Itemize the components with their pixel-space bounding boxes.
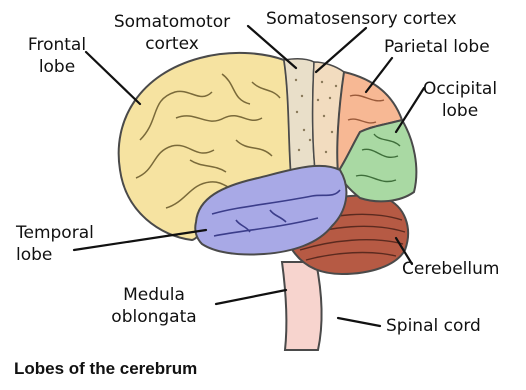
brainstem-region — [282, 262, 322, 350]
temporal-label-line1: Temporal — [16, 222, 94, 244]
occipital-label-line1: Occipital — [410, 78, 510, 100]
somatosensory-cortex-label: Somatosensory cortex — [266, 8, 457, 30]
spinal-cord-label: Spinal cord — [386, 315, 481, 337]
frontal-label-line2: lobe — [14, 56, 100, 78]
diagram-caption: Lobes of the cerebrum — [14, 359, 197, 379]
medula-pointer — [216, 290, 286, 304]
somatomotor-label-line2: cortex — [92, 33, 252, 55]
medula-label-line1: Medula — [94, 284, 214, 306]
medula-oblongata-label: Medula oblongata — [94, 284, 214, 328]
frontal-lobe-label: Frontal lobe — [14, 34, 100, 78]
parietal-lobe-label: Parietal lobe — [384, 36, 490, 58]
occipital-lobe-label: Occipital lobe — [410, 78, 510, 122]
spinal-cord-pointer — [338, 318, 380, 326]
somatomotor-label-line1: Somatomotor — [92, 11, 252, 33]
medula-label-line2: oblongata — [94, 306, 214, 328]
occipital-label-line2: lobe — [410, 100, 510, 122]
frontal-label-line1: Frontal — [14, 34, 100, 56]
cerebellum-label: Cerebellum — [402, 258, 499, 280]
somatosensory-pointer — [316, 28, 366, 72]
temporal-label-line2: lobe — [16, 244, 94, 266]
temporal-lobe-label: Temporal lobe — [16, 222, 94, 266]
somatomotor-cortex-label: Somatomotor cortex — [92, 11, 252, 55]
